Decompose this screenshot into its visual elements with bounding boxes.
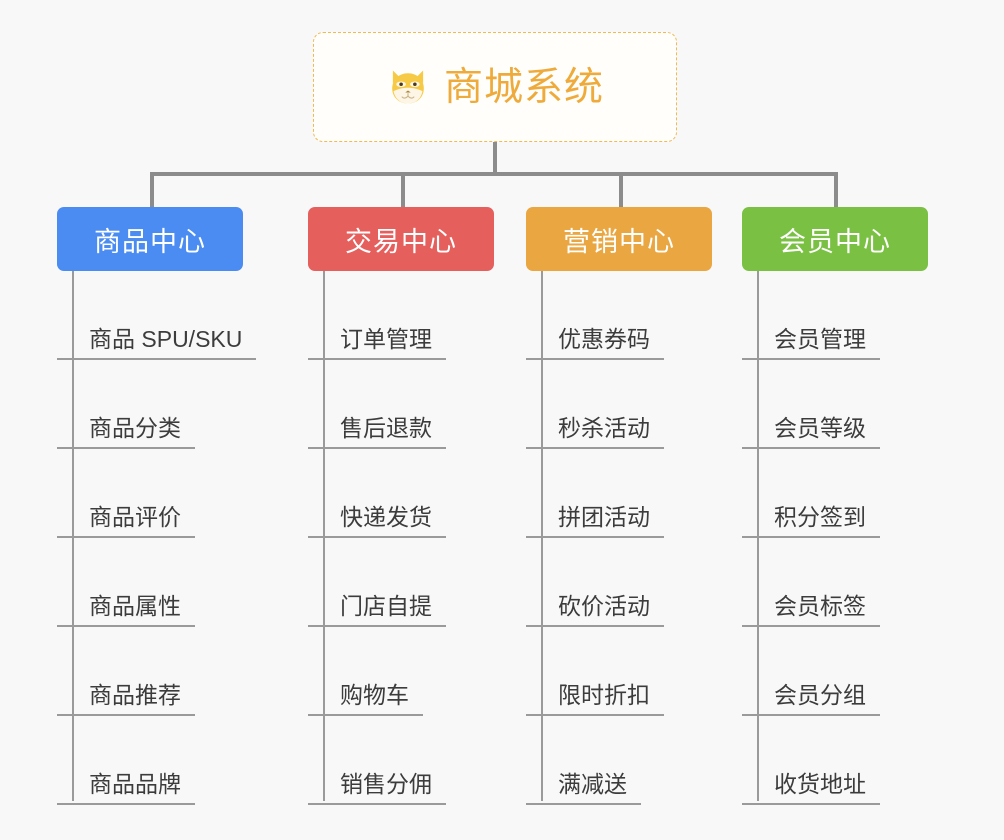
connector-drop-3 bbox=[619, 172, 623, 208]
leaf-label: 商品 SPU/SKU bbox=[57, 326, 257, 360]
branch-product-center: 商品中心 商品 SPU/SKU 商品分类 商品评价 商品属性 商品推荐 商品品牌 bbox=[57, 207, 257, 805]
leaf-label: 砍价活动 bbox=[526, 593, 664, 627]
shiba-dog-face-icon bbox=[392, 70, 424, 104]
leaf-label: 商品推荐 bbox=[57, 682, 195, 716]
leaf-label: 收货地址 bbox=[742, 771, 880, 805]
connector-drop-1 bbox=[150, 172, 154, 208]
connector-drop-4 bbox=[834, 172, 838, 208]
leaf-label: 会员标签 bbox=[742, 593, 880, 627]
leaf-item[interactable]: 商品推荐 bbox=[57, 627, 256, 716]
branch-header-product-center[interactable]: 商品中心 bbox=[57, 207, 243, 271]
leaf-label: 拼团活动 bbox=[526, 504, 664, 538]
leaf-label: 销售分佣 bbox=[308, 771, 446, 805]
leaf-item[interactable]: 收货地址 bbox=[742, 716, 928, 805]
branch-member-center: 会员中心 会员管理 会员等级 积分签到 会员标签 会员分组 收货地址 bbox=[742, 207, 928, 805]
leaf-item[interactable]: 售后退款 bbox=[308, 360, 494, 449]
leaf-label: 购物车 bbox=[308, 682, 423, 716]
leaf-item[interactable]: 快递发货 bbox=[308, 449, 494, 538]
leaf-item[interactable]: 会员分组 bbox=[742, 627, 928, 716]
leaf-label: 优惠券码 bbox=[526, 326, 664, 360]
leaf-label: 会员等级 bbox=[742, 415, 880, 449]
branch-header-member-center[interactable]: 会员中心 bbox=[742, 207, 928, 271]
leaf-item[interactable]: 商品品牌 bbox=[57, 716, 256, 805]
connector-drop-2 bbox=[401, 172, 405, 208]
leaf-item[interactable]: 会员标签 bbox=[742, 538, 928, 627]
root-node[interactable]: 商城系统 bbox=[313, 32, 677, 142]
branch-trade-center: 交易中心 订单管理 售后退款 快递发货 门店自提 购物车 销售分佣 bbox=[308, 207, 494, 805]
leaf-label: 订单管理 bbox=[308, 326, 446, 360]
branch-label: 营销中心 bbox=[563, 226, 675, 257]
leaf-list: 订单管理 售后退款 快递发货 门店自提 购物车 销售分佣 bbox=[308, 271, 494, 805]
branch-label: 商品中心 bbox=[94, 226, 206, 257]
connector-stem bbox=[493, 142, 497, 174]
branch-header-trade-center[interactable]: 交易中心 bbox=[308, 207, 494, 271]
leaf-item[interactable]: 限时折扣 bbox=[526, 627, 712, 716]
leaf-item[interactable]: 积分签到 bbox=[742, 449, 928, 538]
leaf-item[interactable]: 砍价活动 bbox=[526, 538, 712, 627]
leaf-item[interactable]: 门店自提 bbox=[308, 538, 494, 627]
leaf-item[interactable]: 购物车 bbox=[308, 627, 494, 716]
leaf-item[interactable]: 商品分类 bbox=[57, 360, 256, 449]
leaf-item[interactable]: 订单管理 bbox=[308, 271, 494, 360]
leaf-label: 限时折扣 bbox=[526, 682, 664, 716]
branch-header-marketing-center[interactable]: 营销中心 bbox=[526, 207, 712, 271]
branch-label: 会员中心 bbox=[779, 226, 891, 257]
leaf-item[interactable]: 商品 SPU/SKU bbox=[57, 271, 257, 360]
root-title: 商城系统 bbox=[443, 65, 604, 109]
leaf-label: 快递发货 bbox=[308, 504, 446, 538]
leaf-item[interactable]: 会员等级 bbox=[742, 360, 928, 449]
leaf-item[interactable]: 会员管理 bbox=[742, 271, 928, 360]
leaf-label: 满减送 bbox=[526, 771, 641, 805]
leaf-label: 秒杀活动 bbox=[526, 415, 664, 449]
leaf-item[interactable]: 商品属性 bbox=[57, 538, 256, 627]
branch-label: 交易中心 bbox=[345, 226, 457, 257]
leaf-label: 会员分组 bbox=[742, 682, 880, 716]
leaf-item[interactable]: 拼团活动 bbox=[526, 449, 712, 538]
leaf-list: 会员管理 会员等级 积分签到 会员标签 会员分组 收货地址 bbox=[742, 271, 928, 805]
leaf-label: 商品评价 bbox=[57, 504, 195, 538]
leaf-label: 售后退款 bbox=[308, 415, 446, 449]
leaf-item[interactable]: 满减送 bbox=[526, 716, 712, 805]
leaf-label: 门店自提 bbox=[308, 593, 446, 627]
leaf-item[interactable]: 优惠券码 bbox=[526, 271, 712, 360]
connector-bar bbox=[150, 172, 838, 176]
leaf-item[interactable]: 秒杀活动 bbox=[526, 360, 712, 449]
leaf-label: 商品分类 bbox=[57, 415, 195, 449]
leaf-list: 优惠券码 秒杀活动 拼团活动 砍价活动 限时折扣 满减送 bbox=[526, 271, 712, 805]
leaf-item[interactable]: 销售分佣 bbox=[308, 716, 494, 805]
leaf-label: 商品属性 bbox=[57, 593, 195, 627]
branch-marketing-center: 营销中心 优惠券码 秒杀活动 拼团活动 砍价活动 限时折扣 满减送 bbox=[526, 207, 712, 805]
leaf-label: 积分签到 bbox=[742, 504, 880, 538]
leaf-list: 商品 SPU/SKU 商品分类 商品评价 商品属性 商品推荐 商品品牌 bbox=[57, 271, 257, 805]
leaf-item[interactable]: 商品评价 bbox=[57, 449, 256, 538]
leaf-label: 商品品牌 bbox=[57, 771, 195, 805]
leaf-label: 会员管理 bbox=[742, 326, 880, 360]
